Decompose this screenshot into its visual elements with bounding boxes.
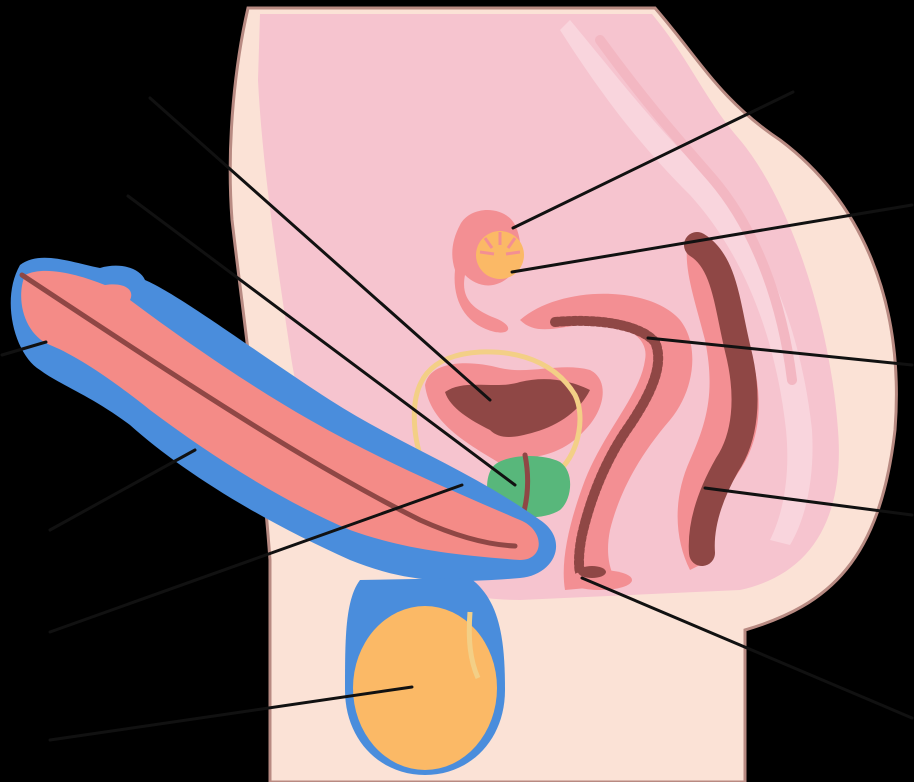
testis [353,606,497,770]
leader-line-urethra [50,450,195,530]
anal-canal [578,566,606,578]
